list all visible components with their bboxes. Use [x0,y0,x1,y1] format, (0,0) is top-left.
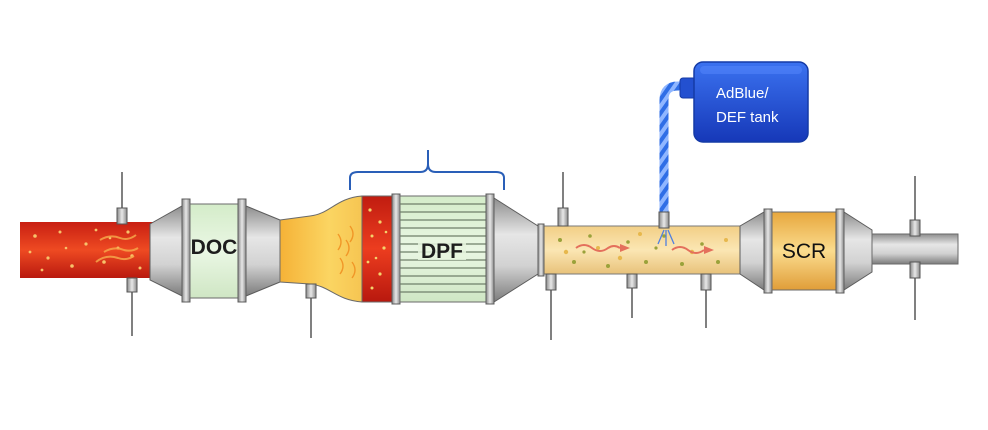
dpf-bracket [349,150,505,190]
def-injector [658,81,690,229]
tank-label-line2: DEF tank [716,109,779,126]
inlet-pipe [20,222,156,278]
sensor-5 [545,273,557,340]
tank-label-line1: AdBlue/ [716,85,769,102]
sensor-6 [626,273,638,318]
def-tank: AdBlue/ DEF tank [679,61,809,143]
scr-label: SCR [782,240,826,263]
outlet-pipe [871,233,959,265]
sensor-3 [305,283,317,338]
dpf-label: DPF [421,240,463,263]
sensor-8 [909,176,921,320]
doc-catalyst: DOC [149,198,281,303]
sensor-1 [116,172,128,225]
doc-label: DOC [191,236,238,259]
sensor-4 [557,172,569,227]
sensor-2 [126,277,138,336]
sensor-7 [700,273,712,328]
mixing-pipe [537,223,741,277]
scr-catalyst: SCR [739,208,873,294]
dpf-filter: DPF [361,193,539,305]
transition-section [279,195,363,303]
